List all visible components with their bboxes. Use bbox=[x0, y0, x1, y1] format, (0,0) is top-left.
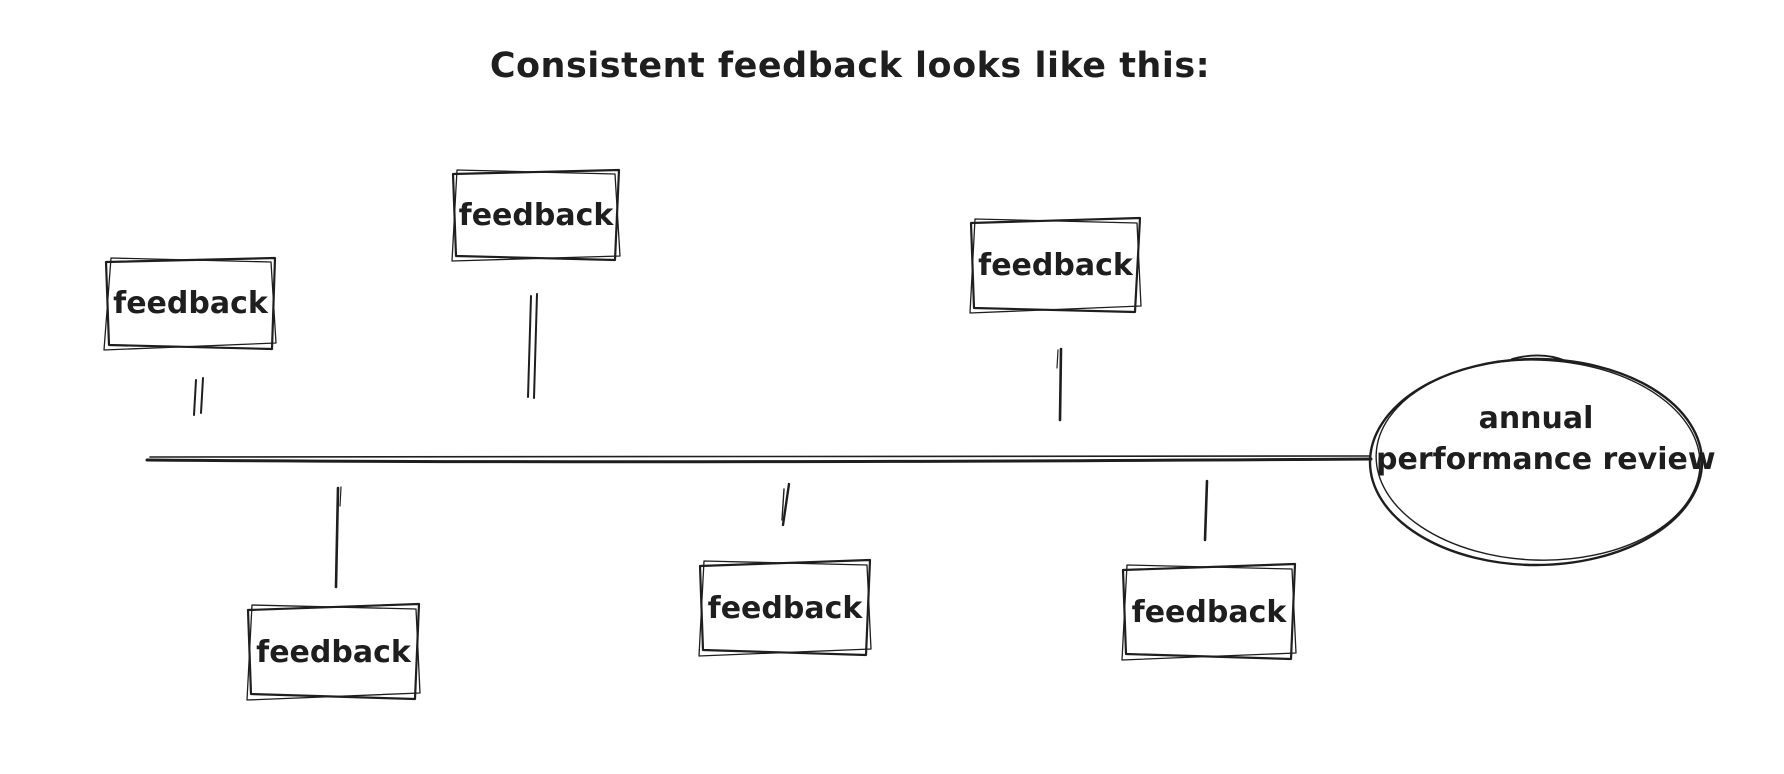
connector-line bbox=[781, 482, 791, 527]
connector-line bbox=[527, 293, 538, 399]
feedback-box-label: feedback bbox=[1131, 594, 1287, 630]
terminal-ellipse-label-line1: annual bbox=[1478, 401, 1594, 436]
connector-line bbox=[1056, 347, 1063, 422]
connector-line bbox=[1203, 479, 1209, 542]
feedback-box-outline bbox=[451, 168, 621, 262]
feedback-box-outline bbox=[1121, 562, 1297, 661]
feedback-box-label: feedback bbox=[113, 286, 268, 321]
feedback-box-label: feedback bbox=[256, 634, 411, 670]
feedback-box-outline bbox=[698, 558, 872, 657]
feedback-box-outline bbox=[103, 256, 277, 351]
diagram-title: Consistent feedback looks like this: bbox=[489, 46, 1211, 86]
feedback-box-label: feedback bbox=[707, 590, 863, 626]
feedback-box-label: feedback bbox=[978, 247, 1133, 283]
terminal-ellipse-label-line2: performance review bbox=[1376, 441, 1716, 477]
connector-line bbox=[193, 377, 204, 416]
terminal-ellipse-outline bbox=[1368, 354, 1704, 567]
terminal-ellipse-label: annual performance review bbox=[1376, 399, 1716, 480]
connector-line bbox=[334, 486, 342, 589]
feedback-box-label: feedback bbox=[458, 197, 614, 233]
feedback-box-outline bbox=[246, 602, 421, 701]
timeline-line bbox=[145, 455, 1373, 464]
feedback-box-outline bbox=[969, 216, 1142, 314]
